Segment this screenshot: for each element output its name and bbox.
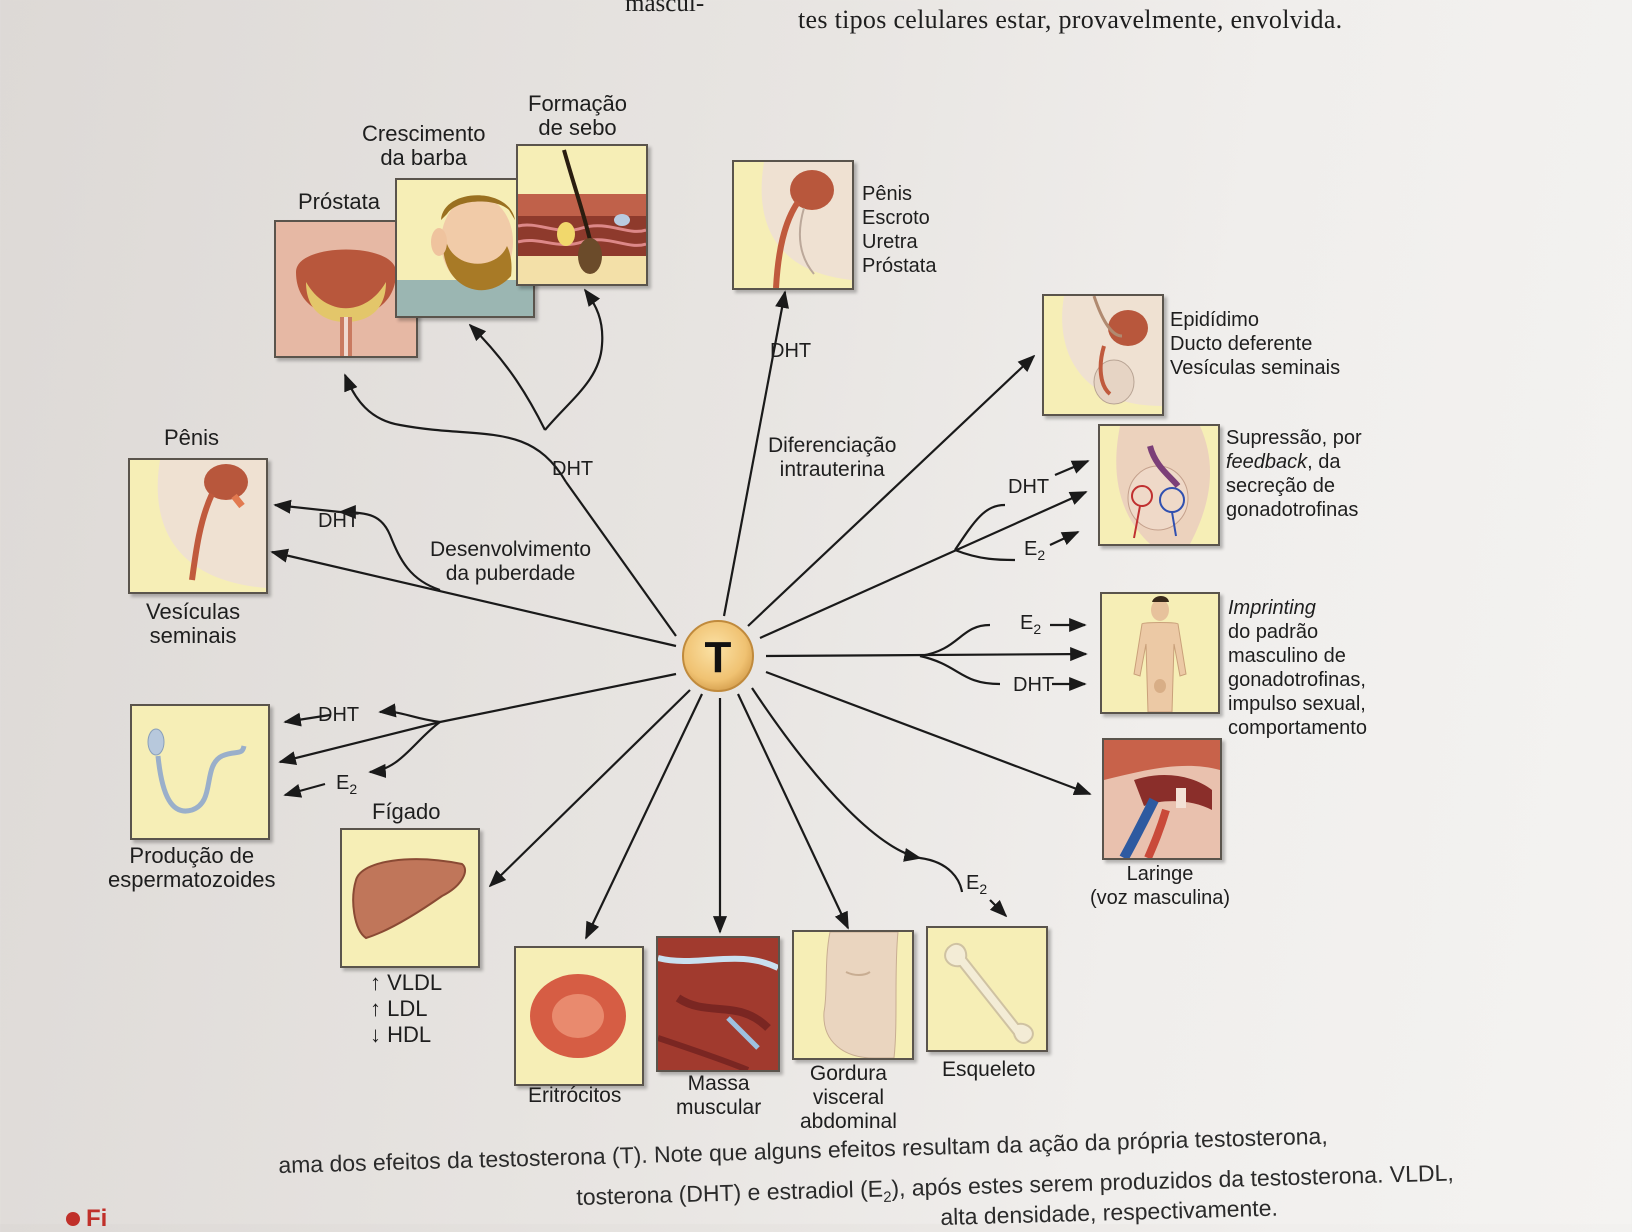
- label-gordura: Gordura visceral abdominal: [800, 1062, 897, 1133]
- panel-sebo: [516, 144, 648, 286]
- panel-eritrocitos: [514, 946, 644, 1086]
- arrow-sperm-main: [439, 672, 677, 724]
- arrow-to-genitais: [722, 290, 789, 617]
- sperm-illustration: [132, 706, 268, 838]
- arrow-to-laringe: [765, 670, 1092, 796]
- panel-massa: [656, 936, 780, 1072]
- panel-prostata: [274, 220, 418, 358]
- label-figado: Fígado: [372, 799, 441, 824]
- testosterone-symbol: T: [705, 633, 732, 682]
- label-eritrocitos: Eritrócitos: [528, 1084, 622, 1107]
- label-intrauterina: Diferenciação intrauterina: [768, 434, 897, 481]
- arrow-to-sebo: [544, 288, 604, 431]
- label-sebo: Formação de sebo: [528, 91, 628, 140]
- label-laringe: Laringe (voz masculina): [1090, 863, 1231, 909]
- arrow-supressao-main: [759, 490, 1088, 640]
- beard-illustration: [397, 180, 533, 316]
- erythrocyte-illustration: [516, 948, 642, 1084]
- arrow-to-eritrocitos: [585, 693, 703, 940]
- arrow-to-figado: [488, 689, 691, 888]
- panel-genitais: [732, 160, 854, 290]
- panel-penis: [128, 458, 268, 594]
- tag-dht-imprinting: DHT: [1013, 674, 1055, 696]
- label-puberdade: Desenvolvimento da puberdade: [430, 538, 592, 585]
- tag-e2-supressao: E2: [1024, 538, 1046, 563]
- genital-illustration: [734, 162, 852, 288]
- arrow-sperm-e2: [368, 721, 441, 778]
- arrow-supressao-dht: [954, 503, 1006, 551]
- pituitary-illustration: [1100, 426, 1218, 544]
- arrow-to-ductos: [747, 354, 1036, 627]
- label-imprinting: Imprinting do padrão masculino de gonado…: [1228, 597, 1367, 739]
- penis-illustration: [130, 460, 266, 592]
- label-barba: Crescimento da barba: [362, 121, 486, 170]
- tag-dht-supressao: DHT: [1008, 476, 1050, 498]
- arrow-supressao-e2: [954, 548, 1016, 562]
- muscle-illustration: [658, 938, 778, 1070]
- label-supressao: Supressão, por feedback, da secreção de …: [1226, 427, 1362, 521]
- tag-dht-sperm: DHT: [318, 704, 360, 726]
- panel-barba: [395, 178, 535, 318]
- label-ductos-list: Epidídimo Ducto deferente Vesículas semi…: [1170, 309, 1341, 379]
- label-genitais-list: Pênis Escroto Uretra Próstata: [862, 183, 937, 277]
- panel-esqueleto: [926, 926, 1048, 1052]
- arrow-to-barba: [468, 323, 546, 431]
- panel-figado: [340, 828, 480, 968]
- tag-e2-sperm: E2: [336, 772, 358, 797]
- tag-e2-esqueleto: E2: [966, 872, 988, 897]
- arrow-sperm-middle: [278, 720, 441, 765]
- panel-espermatozoides: [130, 704, 270, 840]
- label-lipids: ↑ VLDL ↑ LDL ↓ HDL: [370, 970, 443, 1047]
- arrow-to-vesiculas: [270, 548, 677, 648]
- label-vesiculas: Vesículas seminais: [146, 599, 241, 648]
- male-body-illustration: [1102, 594, 1218, 712]
- header-fragment-left: mascul-: [625, 0, 705, 17]
- label-espermatozoides: Produção de espermatozoides: [108, 843, 276, 892]
- label-massa: Massa muscular: [676, 1072, 762, 1119]
- liver-illustration: [342, 830, 478, 966]
- label-esqueleto: Esqueleto: [942, 1058, 1036, 1081]
- tag-dht-penis: DHT: [318, 510, 360, 532]
- tag-dht-intrauterine: DHT: [770, 340, 812, 362]
- testosterone-node: [682, 620, 754, 692]
- arrow-to-prostata: [343, 373, 567, 483]
- arrow-imprinting-e2: [919, 623, 991, 658]
- arrow-to-esqueleto: [751, 687, 922, 862]
- panel-supressao: [1098, 424, 1220, 546]
- arrow-sperm-dht: [378, 703, 441, 724]
- larynx-illustration: [1104, 740, 1220, 858]
- header-line-right: tes tipos celulares estar, provavelmente…: [798, 5, 1343, 34]
- arrow-to-gordura: [737, 693, 849, 930]
- arrow-imprinting-dht: [919, 654, 1001, 686]
- caption-figure-prefix: Fi: [66, 1206, 107, 1232]
- panel-imprinting: [1100, 592, 1220, 714]
- panel-gordura: [792, 930, 914, 1060]
- tag-e2-imprinting: E2: [1020, 612, 1042, 637]
- abdomen-illustration: [794, 932, 912, 1058]
- prostate-illustration: [276, 222, 416, 356]
- tag-dht-upper: DHT: [552, 458, 594, 480]
- arrow-to-dht-upper: [565, 481, 677, 637]
- sebum-illustration: [518, 146, 646, 284]
- ducts-illustration: [1044, 296, 1162, 414]
- label-prostata: Próstata: [298, 189, 380, 214]
- panel-laringe: [1102, 738, 1222, 860]
- panel-ductos: [1042, 294, 1164, 416]
- arrow-to-penis: [338, 504, 441, 592]
- bone-illustration: [928, 928, 1046, 1050]
- label-penis: Pênis: [164, 425, 220, 450]
